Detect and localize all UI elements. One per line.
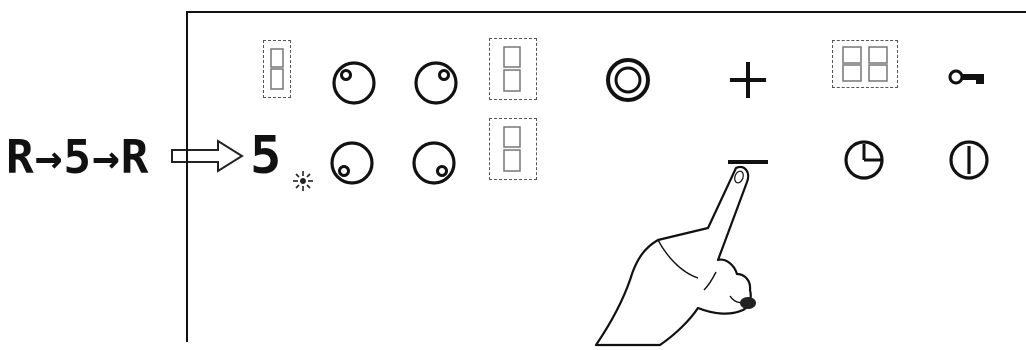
burner-rear-right-icon xyxy=(412,59,460,107)
seg-display-front-right xyxy=(489,118,537,180)
plus-button[interactable] xyxy=(724,56,772,104)
power-icon xyxy=(945,136,993,184)
lock-button[interactable] xyxy=(946,62,992,92)
sparkle-icon xyxy=(292,170,314,192)
burner-rear-left-button[interactable] xyxy=(330,59,378,107)
burner-front-right-icon xyxy=(410,139,458,187)
seg-display-rear-right xyxy=(489,38,537,100)
burner-rear-right-button[interactable] xyxy=(412,59,460,107)
current-level-display: 5 xyxy=(250,126,282,186)
seg-display-front-left xyxy=(263,40,291,98)
dual-ring-icon xyxy=(603,55,653,105)
pointing-hand-icon xyxy=(548,160,798,350)
burner-front-right-button[interactable] xyxy=(410,139,458,187)
timer-icon xyxy=(840,136,888,184)
dual-zone-button[interactable] xyxy=(603,55,653,105)
power-button[interactable] xyxy=(945,136,993,184)
burner-front-left-button[interactable] xyxy=(328,139,376,187)
burner-rear-left-icon xyxy=(330,59,378,107)
key-icon xyxy=(946,62,992,92)
timer-button[interactable] xyxy=(840,136,888,184)
burner-front-left-icon xyxy=(328,139,376,187)
seg-display-timer xyxy=(832,40,898,88)
plus-icon xyxy=(724,56,772,104)
sequence-label: R→5→R xyxy=(6,130,149,184)
